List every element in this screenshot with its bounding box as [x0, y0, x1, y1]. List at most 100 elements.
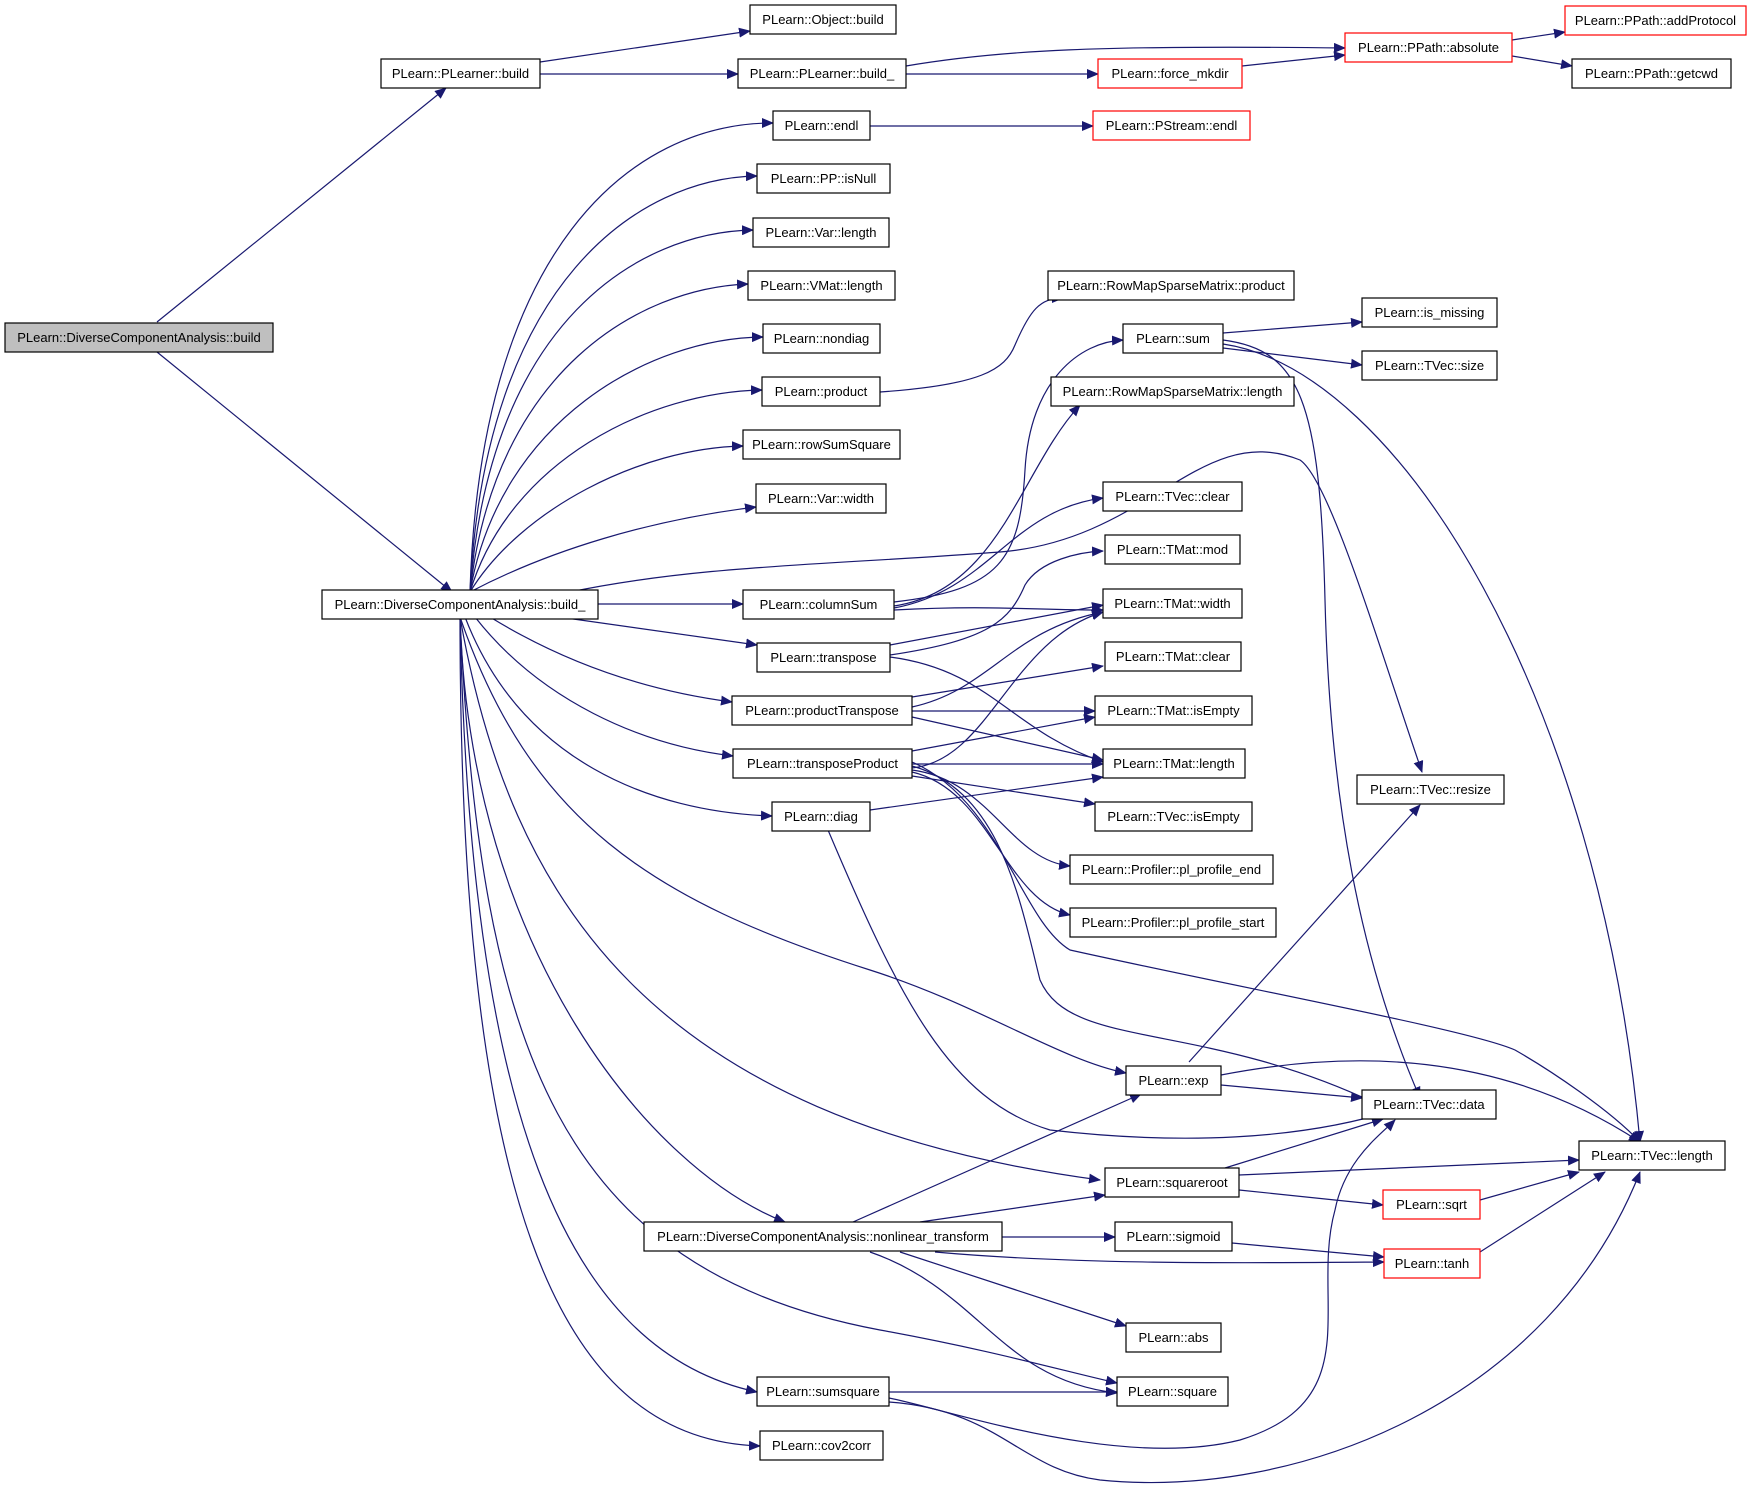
edge-nonlinear-to-exp	[852, 1093, 1142, 1223]
node-label: PLearn::force_mkdir	[1111, 66, 1229, 81]
edge-build--to-producttranspose	[489, 616, 733, 706]
node-ppath-addprotocol[interactable]: PLearn::PPath::addProtocol	[1564, 5, 1747, 36]
node-box	[1047, 270, 1295, 301]
edge-squareroot-to-tvec-length	[1238, 1155, 1580, 1176]
node-nonlinear[interactable]: PLearn::DiverseComponentAnalysis::nonlin…	[643, 1221, 1003, 1252]
node-abs[interactable]: PLearn::abs	[1125, 1322, 1222, 1353]
edge-transpose-to-tmat-mod	[889, 546, 1104, 656]
node-plearner-build-[interactable]: PLearn::PLearner::build_	[737, 58, 907, 89]
node-rmsm-length[interactable]: PLearn::RowMapSparseMatrix::length	[1050, 376, 1295, 407]
node-transposeproduct[interactable]: PLearn::transposeProduct	[732, 748, 913, 779]
node-tvec-clear[interactable]: PLearn::TVec::clear	[1102, 481, 1243, 512]
node-label: PLearn::transpose	[770, 650, 876, 665]
node-sqrt[interactable]: PLearn::sqrt	[1382, 1189, 1481, 1220]
node-box	[1383, 1248, 1481, 1279]
node-sum[interactable]: PLearn::sum	[1122, 323, 1224, 354]
edge-build--to-tvec-resize	[569, 451, 1424, 773]
node-tmat-width[interactable]: PLearn::TMat::width	[1102, 588, 1243, 619]
node-producttranspose[interactable]: PLearn::productTranspose	[731, 695, 913, 726]
node-tvec-isempty[interactable]: PLearn::TVec::isEmpty	[1094, 801, 1253, 832]
node-label: PLearn::TVec::length	[1591, 1148, 1712, 1163]
node-cov2corr[interactable]: PLearn::cov2corr	[759, 1430, 884, 1461]
edge-columnsum-to-rmsm-length	[893, 404, 1081, 607]
node-profiler-start[interactable]: PLearn::Profiler::pl_profile_start	[1069, 907, 1277, 938]
node-object-build[interactable]: PLearn::Object::build	[749, 4, 897, 35]
node-dca-build-[interactable]: PLearn::DiverseComponentAnalysis::build_	[321, 589, 599, 620]
node-box	[771, 801, 871, 832]
node-sumsquare[interactable]: PLearn::sumsquare	[756, 1376, 890, 1407]
node-box	[1578, 1140, 1726, 1171]
node-diag[interactable]: PLearn::diag	[771, 801, 871, 832]
node-pstream-endl[interactable]: PLearn::PStream::endl	[1092, 110, 1251, 141]
edge-producttranspose-to-tmat-length	[911, 716, 1104, 763]
node-box	[4, 322, 274, 353]
edge-producttranspose-to-tmat-clear	[911, 662, 1104, 698]
node-box	[772, 110, 871, 141]
node-tmat-clear[interactable]: PLearn::TMat::clear	[1104, 641, 1242, 672]
edge-squareroot-to-tvec-data	[1224, 1117, 1384, 1169]
edge-plearner-build-to-object-build	[539, 27, 751, 63]
node-columnsum[interactable]: PLearn::columnSum	[742, 589, 895, 620]
node-pp-isnull[interactable]: PLearn::PP::isNull	[756, 163, 891, 194]
node-label: PLearn::sqrt	[1396, 1197, 1467, 1212]
node-label: PLearn::tanh	[1395, 1256, 1469, 1271]
edge-transpose-to-tmat-length	[889, 656, 1104, 764]
edge-transpose-to-tmat-width	[889, 602, 1104, 646]
node-box	[756, 163, 891, 194]
node-box	[1116, 1376, 1229, 1407]
node-exp[interactable]: PLearn::exp	[1125, 1065, 1222, 1096]
node-label: PLearn::Var::width	[768, 491, 874, 506]
node-box	[1104, 641, 1242, 672]
node-label: PLearn::PPath::absolute	[1358, 40, 1499, 55]
node-box	[752, 217, 890, 248]
edge-force-mkdir-to-ppath-absolute	[1241, 51, 1346, 67]
node-force-mkdir[interactable]: PLearn::force_mkdir	[1097, 58, 1243, 89]
node-tmat-length[interactable]: PLearn::TMat::length	[1102, 748, 1246, 779]
node-box	[1069, 854, 1274, 885]
node-tvec-size[interactable]: PLearn::TVec::size	[1361, 350, 1498, 381]
node-label: PLearn::DiverseComponentAnalysis::build	[17, 330, 261, 345]
node-transpose[interactable]: PLearn::transpose	[756, 642, 891, 673]
node-label: PLearn::cov2corr	[772, 1438, 872, 1453]
node-tvec-data[interactable]: PLearn::TVec::data	[1361, 1089, 1497, 1120]
node-label: PLearn::Profiler::pl_profile_end	[1082, 862, 1261, 877]
node-vmat-length[interactable]: PLearn::VMat::length	[747, 270, 896, 301]
node-box	[749, 4, 897, 35]
node-product[interactable]: PLearn::product	[761, 376, 881, 407]
node-tmat-isempty[interactable]: PLearn::TMat::isEmpty	[1094, 695, 1253, 726]
node-profiler-end[interactable]: PLearn::Profiler::pl_profile_end	[1069, 854, 1274, 885]
node-label: PLearn::TMat::clear	[1116, 649, 1231, 664]
node-nondiag[interactable]: PLearn::nondiag	[762, 323, 881, 354]
edge-transposeproduct-to-tvec-data	[911, 765, 1376, 1104]
node-is-missing[interactable]: PLearn::is_missing	[1361, 297, 1498, 328]
edge-squareroot-to-sqrt	[1238, 1189, 1384, 1209]
edge-nonlinear-to-squareroot	[919, 1191, 1106, 1223]
node-tvec-length[interactable]: PLearn::TVec::length	[1578, 1140, 1726, 1171]
node-dca-build[interactable]: PLearn::DiverseComponentAnalysis::build	[4, 322, 274, 353]
node-var-width[interactable]: PLearn::Var::width	[755, 483, 887, 514]
edge-diag-to-tmat-length	[869, 773, 1104, 811]
node-box	[1104, 534, 1241, 565]
node-rmsm-product[interactable]: PLearn::RowMapSparseMatrix::product	[1047, 270, 1295, 301]
edge-build--to-nondiag	[469, 332, 764, 593]
node-ppath-absolute[interactable]: PLearn::PPath::absolute	[1344, 32, 1513, 63]
node-label: PLearn::product	[775, 384, 868, 399]
node-rowsumsquare[interactable]: PLearn::rowSumSquare	[742, 429, 901, 460]
node-tmat-mod[interactable]: PLearn::TMat::mod	[1104, 534, 1241, 565]
node-box	[1356, 774, 1505, 805]
node-squareroot[interactable]: PLearn::squareroot	[1104, 1167, 1240, 1198]
node-tvec-resize[interactable]: PLearn::TVec::resize	[1356, 774, 1505, 805]
node-label: PLearn::square	[1128, 1384, 1217, 1399]
node-var-length[interactable]: PLearn::Var::length	[752, 217, 890, 248]
node-label: PLearn::rowSumSquare	[752, 437, 891, 452]
node-tanh[interactable]: PLearn::tanh	[1383, 1248, 1481, 1279]
node-label: PLearn::PPath::getcwd	[1585, 66, 1718, 81]
node-ppath-getcwd[interactable]: PLearn::PPath::getcwd	[1571, 58, 1732, 89]
node-plearner-build[interactable]: PLearn::PLearner::build	[380, 58, 541, 89]
node-square[interactable]: PLearn::square	[1116, 1376, 1229, 1407]
edge-nonlinear-to-abs	[899, 1251, 1127, 1328]
node-endl[interactable]: PLearn::endl	[772, 110, 871, 141]
node-sigmoid[interactable]: PLearn::sigmoid	[1114, 1221, 1233, 1252]
node-box	[732, 748, 913, 779]
node-box	[1097, 58, 1243, 89]
